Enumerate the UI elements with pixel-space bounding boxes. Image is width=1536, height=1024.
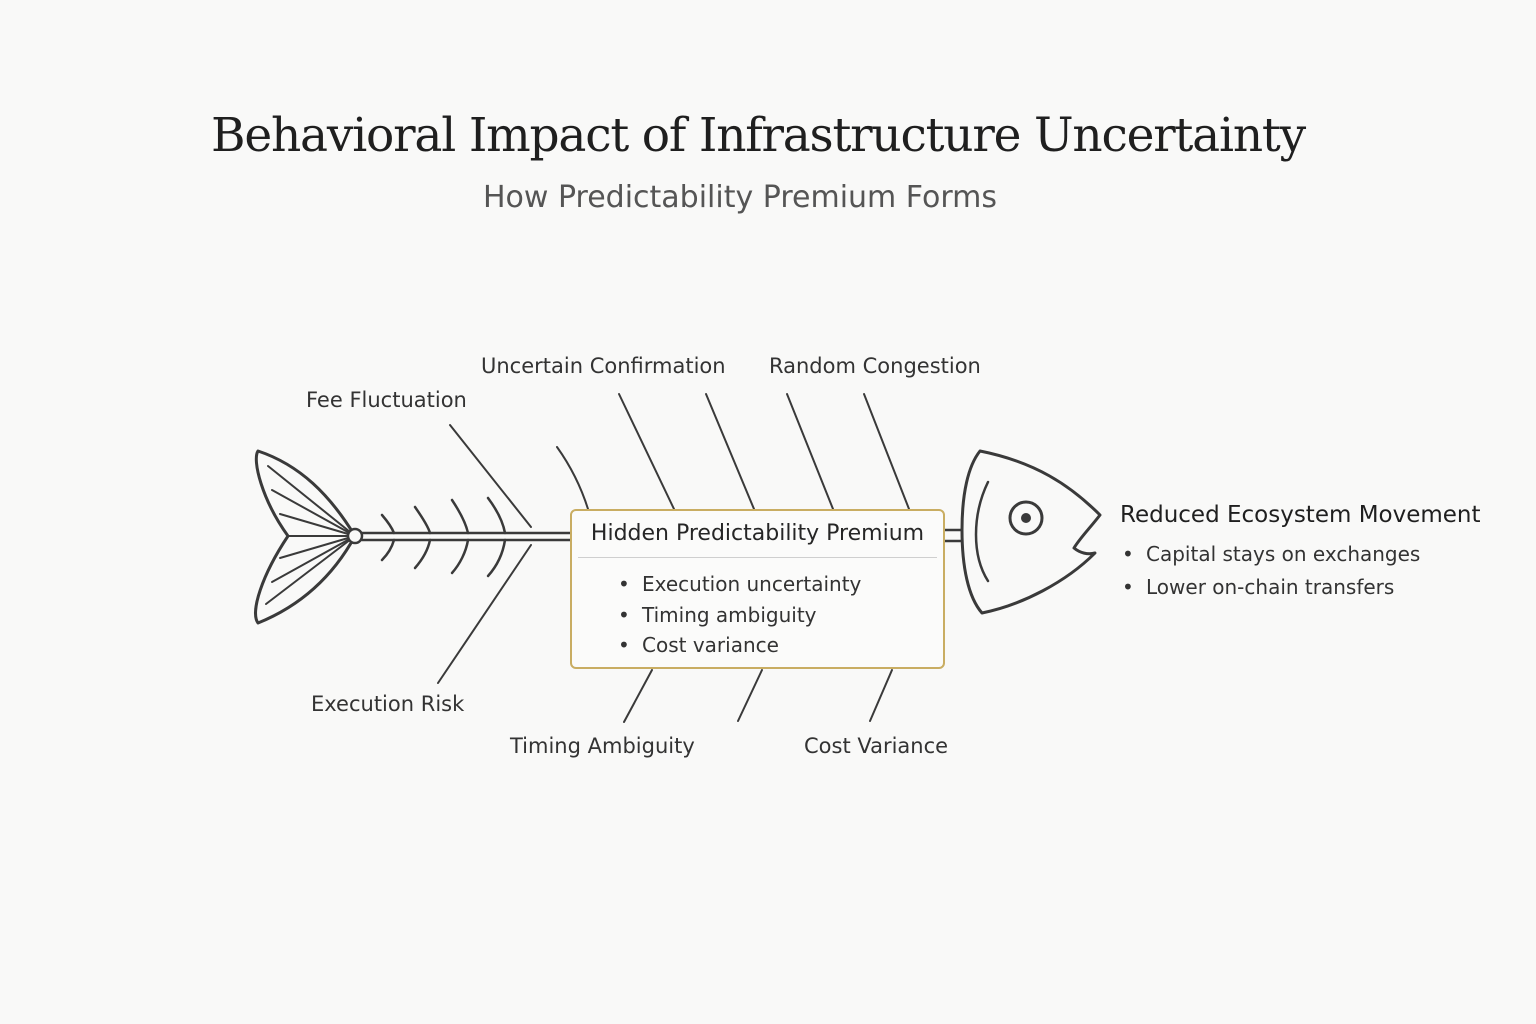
- cause-uncertain-confirmation: Uncertain Confirmation: [481, 354, 726, 378]
- central-problem-list: •Execution uncertainty •Timing ambiguity…: [618, 569, 861, 661]
- central-problem-box: Hidden Predictability Premium •Execution…: [570, 509, 945, 669]
- bullet-icon: •: [618, 630, 642, 660]
- cause-timing-ambiguity: Timing Ambiguity: [510, 734, 695, 758]
- bullet-icon: •: [618, 569, 642, 599]
- divider: [578, 557, 937, 558]
- bullet-icon: •: [618, 600, 642, 630]
- effect-list: •Capital stays on exchanges •Lower on-ch…: [1122, 538, 1420, 604]
- central-problem-title: Hidden Predictability Premium: [572, 521, 943, 546]
- list-item-text: Timing ambiguity: [642, 603, 817, 627]
- bullet-icon: •: [1122, 538, 1146, 570]
- list-item-text: Lower on-chain transfers: [1146, 575, 1394, 599]
- list-item: •Timing ambiguity: [618, 600, 861, 631]
- list-item-text: Capital stays on exchanges: [1146, 542, 1420, 566]
- list-item: •Lower on-chain transfers: [1122, 571, 1420, 604]
- list-item: •Execution uncertainty: [618, 569, 861, 600]
- effect-title: Reduced Ecosystem Movement: [1120, 502, 1481, 528]
- fish-head-icon: [962, 451, 1100, 613]
- fish-tail-icon: [256, 451, 362, 623]
- list-item-text: Cost variance: [642, 633, 779, 657]
- small-ribs: [382, 498, 505, 576]
- cause-fee-fluctuation: Fee Fluctuation: [306, 388, 467, 412]
- cause-execution-risk: Execution Risk: [311, 692, 464, 716]
- cause-random-congestion: Random Congestion: [769, 354, 981, 378]
- list-item-text: Execution uncertainty: [642, 572, 861, 596]
- cause-cost-variance: Cost Variance: [804, 734, 948, 758]
- bullet-icon: •: [1122, 571, 1146, 603]
- list-item: •Cost variance: [618, 630, 861, 661]
- list-item: •Capital stays on exchanges: [1122, 538, 1420, 571]
